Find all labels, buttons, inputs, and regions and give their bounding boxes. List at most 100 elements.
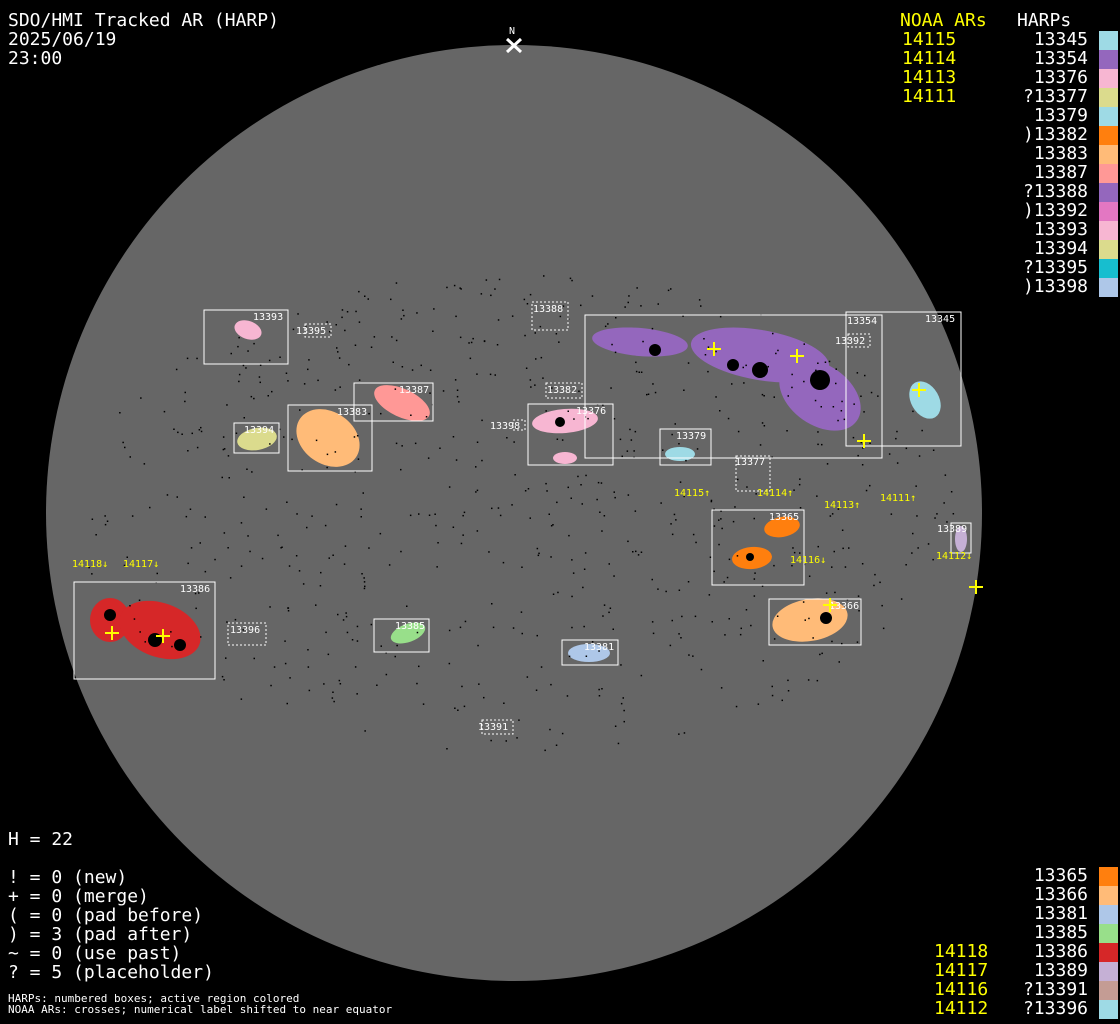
magnetic-speck	[567, 318, 570, 320]
stat-line: ! = 0 (new)	[8, 867, 128, 888]
harp-legend-item: 13376	[1033, 67, 1088, 88]
magnetic-speck	[599, 511, 601, 513]
magnetic-speck	[917, 547, 919, 549]
magnetic-speck	[692, 655, 694, 657]
magnetic-speck	[497, 319, 500, 321]
harp-box-label: 13376	[576, 406, 606, 417]
magnetic-speck	[600, 482, 603, 484]
magnetic-speck	[494, 374, 496, 376]
magnetic-speck	[198, 429, 201, 431]
magnetic-speck	[828, 360, 831, 363]
magnetic-speck	[301, 469, 303, 471]
magnetic-speck	[787, 679, 789, 682]
magnetic-speck	[344, 545, 347, 547]
magnetic-speck	[634, 510, 637, 512]
magnetic-speck	[489, 373, 492, 376]
magnetic-speck	[703, 338, 705, 340]
magnetic-speck	[523, 298, 526, 301]
magnetic-speck	[295, 555, 298, 557]
magnetic-speck	[831, 513, 834, 515]
magnetic-speck	[640, 305, 642, 307]
magnetic-speck	[358, 290, 360, 293]
magnetic-speck	[420, 364, 422, 367]
magnetic-speck	[610, 387, 612, 389]
harp-box-label: 13392	[835, 336, 865, 347]
magnetic-speck	[400, 318, 403, 320]
magnetic-speck	[707, 370, 709, 373]
harp-box-label: 13388	[533, 304, 563, 315]
magnetic-speck	[603, 604, 606, 606]
sunspot	[174, 639, 186, 651]
magnetic-speck	[754, 572, 756, 574]
magnetic-speck	[534, 332, 536, 334]
magnetic-speck	[652, 383, 654, 385]
magnetic-speck	[342, 619, 345, 621]
magnetic-speck	[171, 645, 173, 648]
magnetic-speck	[373, 336, 376, 338]
magnetic-speck	[555, 333, 558, 335]
magnetic-speck	[632, 551, 634, 553]
magnetic-speck	[187, 562, 189, 565]
harp-box	[353, 382, 434, 422]
magnetic-speck	[481, 419, 483, 422]
magnetic-speck	[750, 624, 752, 627]
magnetic-speck	[454, 379, 457, 381]
magnetic-speck	[763, 395, 765, 397]
magnetic-speck	[470, 341, 473, 344]
magnetic-speck	[490, 739, 492, 742]
harp-color-swatch	[1099, 924, 1118, 943]
magnetic-speck	[129, 456, 131, 458]
magnetic-speck	[104, 523, 107, 526]
active-region	[532, 408, 598, 434]
magnetic-speck	[598, 688, 600, 691]
magnetic-speck	[767, 365, 769, 368]
magnetic-speck	[694, 615, 697, 618]
magnetic-speck	[277, 534, 279, 537]
magnetic-speck	[380, 645, 382, 647]
magnetic-speck	[204, 516, 206, 518]
magnetic-speck	[620, 702, 623, 705]
magnetic-speck	[133, 618, 136, 620]
noaa-label: 14118↓	[72, 559, 108, 570]
magnetic-speck	[490, 294, 492, 297]
magnetic-speck	[253, 397, 255, 400]
magnetic-speck	[571, 626, 573, 629]
magnetic-speck	[511, 504, 513, 506]
magnetic-speck	[614, 725, 617, 727]
magnetic-speck	[339, 683, 342, 685]
magnetic-speck	[311, 515, 313, 517]
magnetic-speck	[682, 315, 684, 317]
magnetic-speck	[402, 309, 404, 311]
noaa-cross-icon	[790, 349, 804, 363]
harp-box-label: 13391	[478, 722, 508, 733]
magnetic-speck	[462, 534, 464, 536]
magnetic-speck	[511, 315, 514, 317]
magnetic-speck	[671, 433, 673, 436]
magnetic-speck	[463, 705, 466, 708]
magnetic-speck	[401, 366, 404, 368]
magnetic-speck	[185, 515, 188, 518]
harp-color-swatch	[1099, 240, 1118, 259]
magnetic-speck	[428, 514, 431, 516]
magnetic-speck	[334, 451, 337, 453]
magnetic-speck	[915, 485, 917, 487]
magnetic-speck	[816, 679, 819, 682]
magnetic-speck	[552, 593, 555, 595]
magnetic-speck	[521, 632, 523, 635]
magnetic-speck	[793, 551, 796, 554]
magnetic-speck	[228, 477, 230, 479]
magnetic-speck	[837, 508, 840, 510]
magnetic-speck	[710, 500, 713, 503]
magnetic-speck	[695, 541, 697, 544]
magnetic-speck	[354, 471, 356, 473]
magnetic-speck	[177, 431, 179, 434]
magnetic-speck	[460, 288, 462, 290]
magnetic-speck	[245, 367, 247, 369]
magnetic-speck	[905, 564, 907, 566]
magnetic-speck	[745, 364, 747, 367]
magnetic-speck	[269, 443, 271, 445]
magnetic-speck	[786, 430, 788, 432]
magnetic-speck	[882, 627, 885, 630]
magnetic-speck	[535, 358, 537, 360]
magnetic-speck	[416, 312, 418, 314]
